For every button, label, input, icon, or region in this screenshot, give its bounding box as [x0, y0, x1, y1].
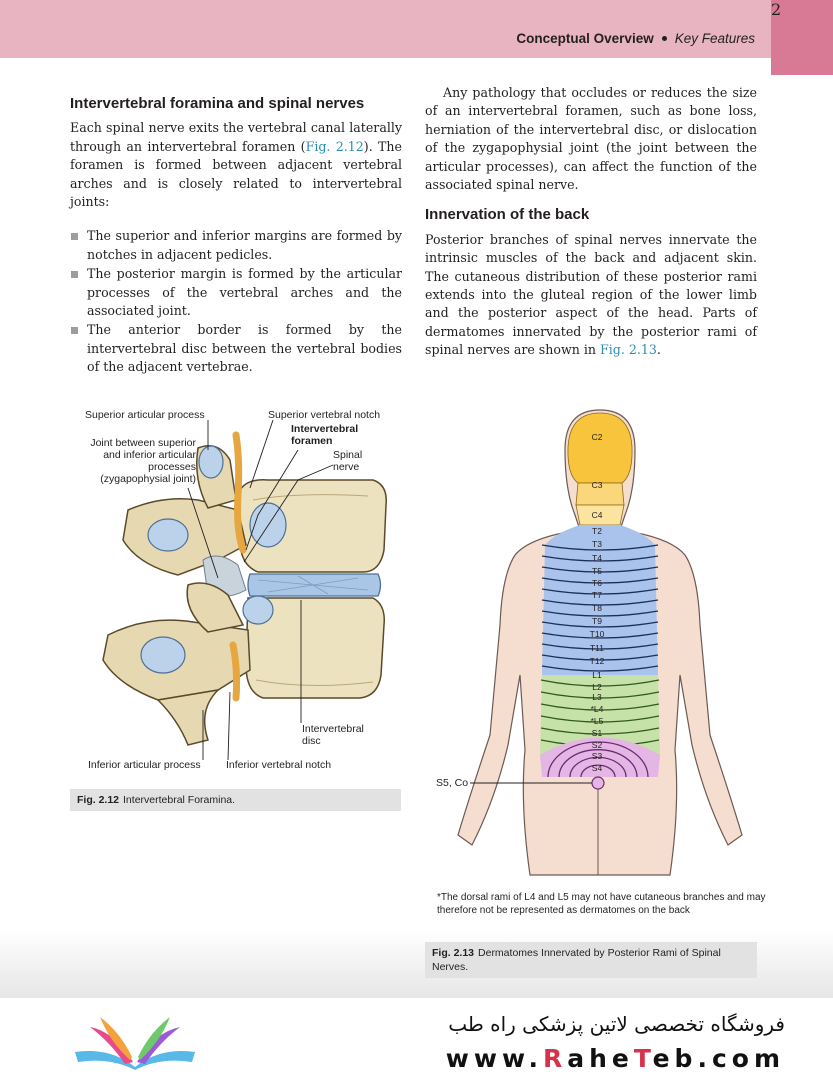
caption-text: Intervertebral Foramina. [123, 794, 236, 806]
thoracic-band-line [541, 544, 659, 551]
caption-number: Fig. 2.13 [432, 947, 475, 959]
dermatome-label: S4 [591, 763, 603, 773]
dermatome-label: T11 [589, 643, 605, 653]
thoracic-band-line [541, 588, 659, 595]
list-item: The superior and inferior margins are fo… [70, 227, 402, 264]
right-column: Any pathology that occludes or reduces t… [425, 84, 757, 360]
thoracic-band-line [541, 643, 659, 650]
dermatome-label: C4 [591, 510, 603, 520]
dermatome-label: T3 [592, 539, 602, 549]
dermatome-label: *L5 [590, 716, 604, 726]
dermatome-label: T7 [592, 590, 602, 600]
url-part: .com [697, 1044, 785, 1073]
url-part: www. [445, 1044, 543, 1073]
label-superior-articular-process: Superior articular process [85, 409, 205, 421]
vertebrae-illustration [102, 419, 387, 761]
sacral-arc [580, 764, 616, 778]
left-column: Intervertebral foramina and spinal nerve… [70, 95, 402, 378]
url-part: eb [652, 1044, 698, 1073]
dermatome-footnote: *The dorsal rami of L4 and L5 may not ha… [437, 892, 766, 916]
dermatome-label: C2 [591, 432, 603, 442]
dermatome-label: *L4 [590, 704, 604, 714]
label-intervertebral-disc: Intervertebral disc [302, 723, 364, 747]
dermatome-label: T10 [589, 629, 605, 639]
dermatome-label: S3 [591, 751, 603, 761]
url-part: R [542, 1044, 568, 1073]
label-inferior-articular-process: Inferior articular process [88, 759, 201, 771]
section-title: Conceptual Overview [516, 31, 654, 46]
thoracic-band-line [541, 610, 659, 617]
label-intervertebral-foramen: Intervertebral foramen [291, 423, 359, 447]
dermatome-label: T8 [592, 603, 602, 613]
fig-2-13-link[interactable]: Fig. 2.13 [600, 342, 657, 358]
caption-number: Fig. 2.12 [77, 794, 120, 806]
lumbar-band-line [540, 727, 660, 735]
label-superior-vertebral-notch: Superior vertebral notch [268, 409, 381, 421]
dermatome-label: C3 [591, 480, 603, 490]
intro-text: Each spinal nerve exits the vertebral ca… [70, 120, 402, 154]
dermatome-body-illustration [457, 409, 743, 876]
label-spinal-nerve: Spinal nerve [333, 449, 363, 473]
running-head: Conceptual Overview Key Features [516, 31, 755, 46]
fig-2-12-link[interactable]: Fig. 2.12 [305, 138, 364, 154]
dermatome-label: T9 [592, 616, 602, 626]
lumbar-band-line [540, 715, 660, 723]
list-item: The anterior border is formed by the int… [70, 321, 402, 376]
label-inferior-vertebral-notch: Inferior vertebral notch [226, 759, 332, 771]
section-heading-foramina: Intervertebral foramina and spinal nerve… [70, 95, 365, 112]
innervation-text-end: . [656, 342, 661, 358]
label-s5-co: S5, Co [436, 777, 469, 789]
dermatome-label: T2 [592, 526, 602, 536]
open-book-logo [75, 1017, 195, 1070]
chapter-number: 2 [771, 0, 833, 75]
thoracic-band-line [541, 665, 659, 672]
section-heading-innervation: Innervation of the back [425, 206, 590, 224]
thoracic-band-line [541, 632, 659, 639]
dermatome-label: T6 [592, 578, 602, 588]
thoracic-band-line [541, 599, 659, 606]
lumbar-band-line [540, 703, 660, 711]
dermatome-label: L2 [592, 682, 602, 692]
url-part: T [633, 1044, 653, 1073]
list-item: The posterior margin is formed by the ar… [70, 265, 402, 320]
dermatome-label: L1 [592, 670, 602, 680]
dermatome-label: S2 [591, 740, 603, 750]
intro-text-end: ). The foramen is formed between adjacen… [70, 138, 402, 210]
dermatome-label: S1 [591, 728, 603, 738]
innervation-text: Posterior branches of spinal nerves inne… [425, 231, 757, 358]
thoracic-band-line [541, 654, 659, 661]
foramen-margins-list: The superior and inferior margins are fo… [70, 227, 402, 376]
sacral-arc [547, 741, 649, 778]
foramina-intro: Each spinal nerve exits the vertebral ca… [70, 119, 402, 211]
bullet-separator [661, 35, 667, 41]
subsection-title: Key Features [674, 31, 755, 46]
thoracic-band-line [541, 577, 659, 584]
dermatome-label: T5 [592, 566, 602, 576]
page-header: Conceptual Overview Key Features [0, 0, 833, 58]
store-name: فروشگاه تخصصی لاتین پزشکی راه طب [448, 1012, 785, 1036]
dermatome-label: L3 [592, 692, 602, 702]
url-part: ahe [567, 1044, 634, 1073]
innervation-paragraph: Posterior branches of spinal nerves inne… [425, 231, 757, 360]
dermatome-label: T12 [589, 656, 605, 666]
lumbar-band-line [540, 679, 660, 687]
dermatome-label: T4 [592, 553, 602, 563]
lumbar-band-line [540, 691, 660, 699]
thoracic-band-line [541, 621, 659, 628]
thoracic-band-line [541, 555, 659, 562]
sacral-arc [569, 756, 627, 778]
thoracic-band-line [541, 566, 659, 573]
sacral-arc [558, 749, 638, 778]
caption-text: Dermatomes Innervated by Posterior Rami … [432, 947, 721, 973]
pathology-paragraph: Any pathology that occludes or reduces t… [425, 85, 757, 193]
store-url[interactable]: www.RaheTeb.com [446, 1044, 785, 1073]
label-zygapophysial-joint: Joint between superior and inferior arti… [90, 437, 196, 485]
